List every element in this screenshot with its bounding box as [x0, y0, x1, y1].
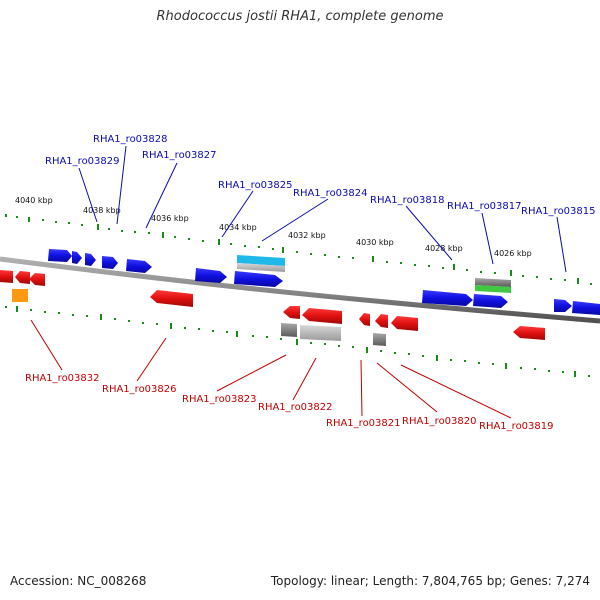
gray-feature[interactable] — [373, 333, 386, 346]
kbp-label-4030: 4030 kbp — [356, 238, 394, 247]
reverse-gene[interactable] — [15, 271, 30, 284]
reverse-gene[interactable] — [283, 306, 300, 319]
genome-backbone — [0, 256, 600, 324]
topology-text: Topology: linear; Length: 7,804,765 bp; … — [270, 574, 590, 588]
gray-feature[interactable] — [475, 278, 511, 287]
lower-tick-track — [5, 306, 590, 377]
cyan-feature[interactable] — [237, 255, 285, 266]
gene-label-ro03825[interactable]: RHA1_ro03825 — [218, 180, 293, 191]
reverse-gene[interactable] — [359, 313, 370, 326]
forward-gene[interactable] — [572, 301, 600, 315]
map-title: Rhodococcus jostii RHA1, complete genome — [156, 9, 444, 24]
kbp-label-4038: 4038 kbp — [83, 206, 121, 215]
kbp-label-4032: 4032 kbp — [288, 231, 326, 240]
gene-label-ro03828[interactable]: RHA1_ro03828 — [93, 134, 168, 145]
forward-gene[interactable] — [554, 299, 572, 312]
forward-gene[interactable] — [422, 290, 473, 306]
upper-tick-track — [5, 214, 592, 285]
reverse-gene[interactable] — [375, 314, 388, 328]
forward-gene[interactable] — [48, 249, 72, 262]
forward-gene[interactable] — [126, 259, 152, 273]
reverse-gene[interactable] — [29, 273, 45, 286]
gray-feature[interactable] — [281, 323, 297, 337]
kbp-label-4040: 4040 kbp — [15, 196, 53, 205]
gene-label-ro03819[interactable]: RHA1_ro03819 — [479, 421, 554, 432]
gene-label-ro03821[interactable]: RHA1_ro03821 — [326, 418, 401, 429]
orange-feature[interactable] — [12, 289, 28, 302]
reverse-gene[interactable] — [150, 290, 193, 307]
kbp-label-4028: 4028 kbp — [425, 244, 463, 253]
forward-gene[interactable] — [72, 251, 82, 264]
gene-label-ro03822[interactable]: RHA1_ro03822 — [258, 402, 333, 413]
reverse-gene[interactable] — [302, 308, 342, 324]
reverse-gene[interactable] — [391, 316, 418, 331]
gene-label-ro03827[interactable]: RHA1_ro03827 — [142, 150, 217, 161]
gene-label-ro03829[interactable]: RHA1_ro03829 — [45, 156, 120, 167]
reverse-leader-lines — [30, 319, 512, 419]
kbp-label-4036: 4036 kbp — [151, 214, 189, 223]
forward-gene[interactable] — [85, 253, 96, 266]
forward-gene[interactable] — [234, 271, 283, 287]
forward-gene[interactable] — [473, 294, 508, 308]
kbp-label-4026: 4026 kbp — [494, 249, 532, 258]
gene-label-ro03832[interactable]: RHA1_ro03832 — [25, 373, 100, 384]
gene-label-ro03815[interactable]: RHA1_ro03815 — [521, 206, 596, 217]
forward-genes — [48, 249, 600, 315]
gene-label-ro03824[interactable]: RHA1_ro03824 — [293, 188, 368, 199]
reverse-gene[interactable] — [0, 270, 13, 283]
gene-label-ro03823[interactable]: RHA1_ro03823 — [182, 394, 257, 405]
accession-text: Accession: NC_008268 — [10, 574, 147, 588]
kbp-label-4034: 4034 kbp — [219, 223, 257, 232]
gray-feature[interactable] — [237, 263, 285, 272]
forward-gene[interactable] — [102, 256, 118, 269]
forward-leader-lines — [78, 145, 567, 273]
reverse-genes — [0, 270, 545, 340]
reverse-gene[interactable] — [513, 326, 545, 340]
gray-feature[interactable] — [300, 325, 341, 341]
forward-gene[interactable] — [195, 268, 227, 283]
gene-label-ro03817[interactable]: RHA1_ro03817 — [447, 201, 522, 212]
gene-label-ro03818[interactable]: RHA1_ro03818 — [370, 195, 445, 206]
green-feature[interactable] — [475, 285, 511, 293]
gene-label-ro03820[interactable]: RHA1_ro03820 — [402, 416, 477, 427]
gene-label-ro03826[interactable]: RHA1_ro03826 — [102, 384, 177, 395]
